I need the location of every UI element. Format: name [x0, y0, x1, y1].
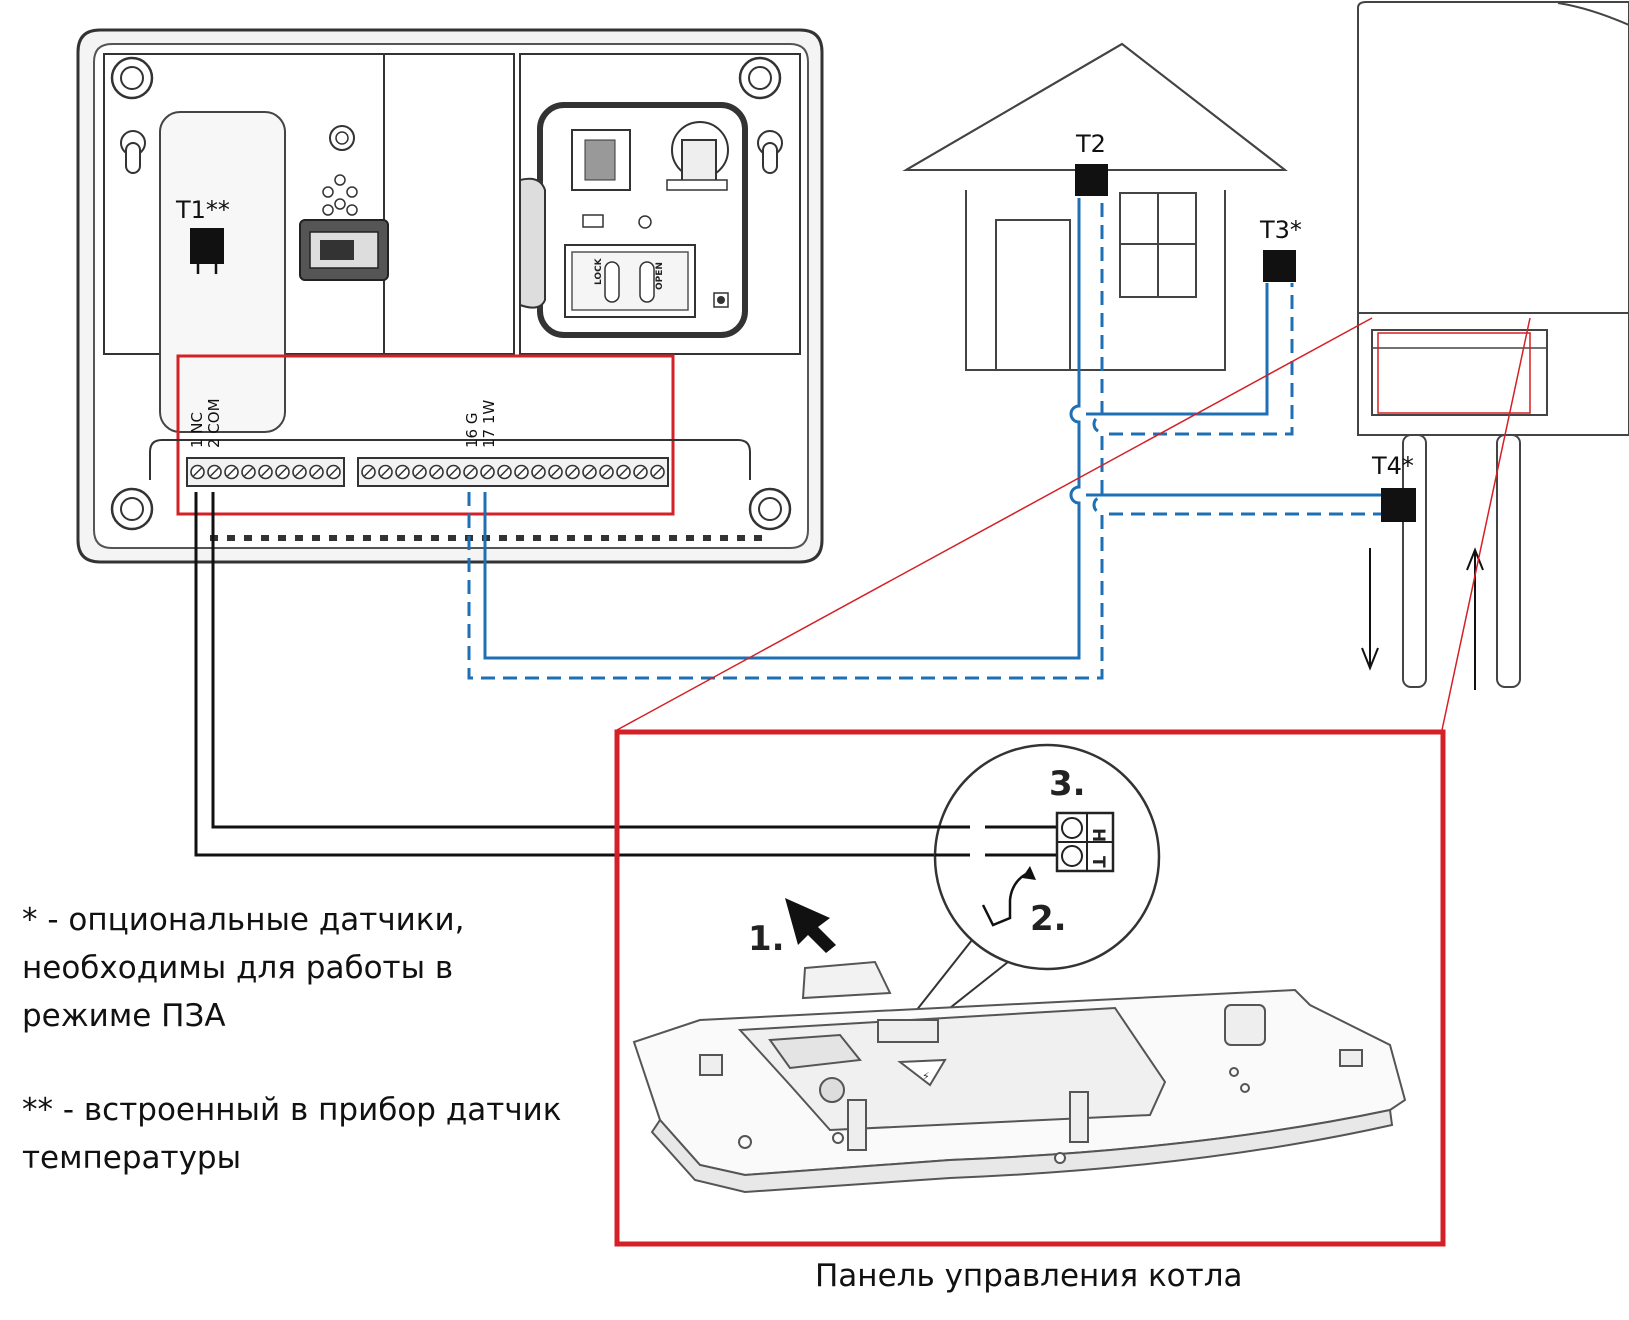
- connector-h-label: H: [1088, 828, 1108, 842]
- keyhole-slot: [757, 130, 783, 174]
- optional-note-line-1: * - опциональные датчики,: [22, 902, 465, 938]
- power-switch: [299, 219, 389, 281]
- terminal-g-label: 16 G: [463, 413, 481, 448]
- step-1-indicator: 1.: [748, 898, 892, 1000]
- terminal-block-left: [186, 457, 345, 487]
- connector-magnifier: H T 3. 2.: [896, 743, 1161, 1039]
- sensor-t1: T1**: [175, 196, 230, 274]
- return-pipe: [1496, 434, 1521, 688]
- step-2-label: 2.: [1030, 899, 1067, 939]
- terminal-nc-label: 1 NC: [188, 412, 206, 448]
- sensor-bus-wiring: [467, 198, 1385, 680]
- svg-text:⚡: ⚡: [922, 1070, 930, 1083]
- house: [902, 42, 1288, 371]
- mounting-hole: [748, 487, 792, 531]
- boiler-panel-detail: [614, 729, 1446, 1247]
- mounting-hole: [110, 56, 154, 100]
- terminal-com-label: 2 COM: [205, 398, 223, 448]
- optional-note-line-2: необходимы для работы в: [22, 950, 454, 986]
- boiler-panel-caption: Панель управления котла: [815, 1258, 1243, 1294]
- sensor-t2: T2: [1075, 130, 1108, 196]
- sim-open-label: OPEN: [655, 262, 665, 290]
- sensor-t4-label: T4*: [1371, 452, 1414, 480]
- optional-sensors-note: * - опциональные датчики, необходимы для…: [22, 896, 465, 1040]
- clip-icon: [981, 900, 1012, 927]
- sensor-t3: T3*: [1259, 216, 1302, 282]
- step-3-label: 3.: [1049, 764, 1086, 804]
- builtin-note-line-1: ** - встроенный в прибор датчик: [22, 1092, 562, 1128]
- builtin-sensor-note: ** - встроенный в прибор датчик температ…: [22, 1086, 562, 1182]
- cover-flap: [801, 960, 892, 1000]
- flow-down-arrow: [1361, 548, 1379, 671]
- terminal-highlight-box: [176, 354, 675, 516]
- builtin-note-line-2: температуры: [22, 1140, 242, 1176]
- terminal-w-label: 17 1W: [480, 400, 498, 448]
- boiler-panel-tray: ⚡: [632, 988, 1407, 1194]
- boiler: [1357, 0, 1629, 690]
- mounting-hole: [738, 56, 782, 100]
- controller-device: LOCK OPEN T1** 1 NC 2 COM 16 G 17 1W: [76, 28, 824, 564]
- zoom-lines: [616, 317, 1531, 731]
- step-1-label: 1.: [748, 919, 785, 959]
- speaker-grille: [322, 174, 358, 216]
- boiler-control-panel: [1371, 329, 1548, 416]
- sim-lock-label: LOCK: [594, 257, 604, 285]
- arrow-up-left-icon: [785, 898, 836, 953]
- sensor-t1-label: T1**: [175, 196, 230, 224]
- terminal-block-right: [357, 457, 669, 487]
- relay-wiring: [194, 492, 1042, 857]
- keyhole-slot: [120, 130, 146, 174]
- sensor-t2-label: T2: [1075, 130, 1106, 158]
- sim-board: LOCK OPEN: [519, 102, 748, 338]
- sensor-t4: T4*: [1371, 452, 1416, 522]
- sensor-t3-label: T3*: [1259, 216, 1302, 244]
- connector-t-label: T: [1088, 856, 1108, 868]
- optional-note-line-3: режиме ПЗА: [22, 998, 226, 1034]
- flow-up-arrow: [1466, 547, 1484, 690]
- mounting-hole: [110, 487, 154, 531]
